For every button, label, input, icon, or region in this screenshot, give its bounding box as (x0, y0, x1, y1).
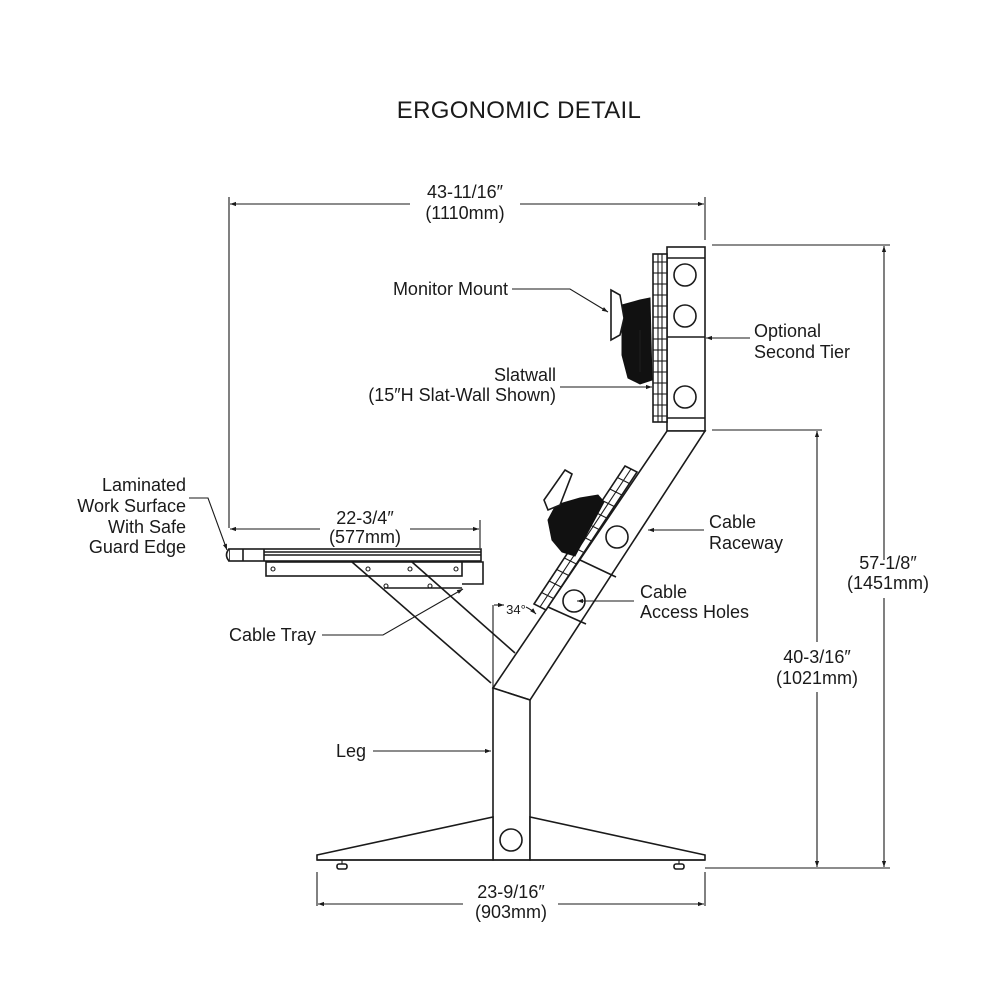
optional-tier-label: Optional (754, 321, 821, 341)
slat (617, 477, 630, 484)
raceway-height-dimension: 40-3/16″ (1021mm) (712, 429, 858, 867)
leveling-glide (336, 863, 348, 870)
callout-leg: Leg (336, 741, 491, 761)
cable-tray (383, 561, 484, 589)
callout-cable-access-holes: Cable Access Holes (577, 582, 749, 622)
work-surface (225, 548, 482, 562)
overall-depth-dimension: 43-11/16″ (1110mm) (228, 182, 706, 528)
support-arms (351, 561, 516, 684)
leveling-glide (673, 863, 685, 870)
mounting-rail (265, 561, 463, 577)
overall-height-metric: (1451mm) (847, 573, 929, 593)
work-surface-label-2: Work Surface (77, 496, 186, 516)
slat (556, 569, 569, 576)
callout-cable-raceway: Cable Raceway (648, 512, 783, 553)
overall-height-imperial: 57-1/8″ (859, 553, 917, 573)
cable-raceway-sublabel: Raceway (709, 533, 783, 553)
slatwall-label: Slatwall (494, 365, 556, 385)
cable-access-holes-label: Cable (640, 582, 687, 602)
overall-height-dimension: 57-1/8″ (1451mm) (705, 244, 929, 869)
monitor-mount-label: Monitor Mount (393, 279, 508, 299)
slat (602, 500, 615, 507)
second-tier-panel (666, 246, 706, 437)
cable-tray-label: Cable Tray (229, 625, 316, 645)
overall-depth-imperial: 43-11/16″ (427, 182, 504, 202)
work-surface-depth-imperial: 22-3/4″ (336, 508, 394, 528)
work-surface-label-1: Laminated (102, 475, 186, 495)
lower-monitor-mount (543, 468, 605, 557)
callout-optional-tier: Optional Second Tier (706, 321, 850, 362)
callout-slatwall: Slatwall (15″H Slat-Wall Shown) (368, 365, 652, 405)
slat (609, 488, 623, 496)
work-surface-label-4: Guard Edge (89, 537, 186, 557)
work-surface-depth-metric: (577mm) (329, 527, 401, 547)
base-width-imperial: 23-9/16″ (477, 882, 545, 902)
callout-cable-tray: Cable Tray (229, 588, 464, 645)
optional-tier-sublabel: Second Tier (754, 342, 850, 362)
leg-label: Leg (336, 741, 366, 761)
drawing-title: ERGONOMIC DETAIL (397, 97, 641, 124)
cable-access-hole (673, 385, 697, 409)
callout-work-surface: Laminated Work Surface With Safe Guard E… (77, 475, 228, 557)
upper-monitor-mount (610, 288, 653, 385)
work-surface-depth-dimension: 22-3/4″ (577mm) (230, 508, 481, 548)
base-width-dimension: 23-9/16″ (903mm) (316, 872, 706, 922)
callout-monitor-mount: Monitor Mount (393, 279, 609, 313)
raceway-height-metric: (1021mm) (776, 668, 858, 688)
upper-slatwall (652, 253, 668, 423)
cable-access-hole (673, 263, 697, 287)
cable-access-hole (673, 304, 697, 328)
work-surface-label-3: With Safe (108, 517, 186, 537)
base-foot (316, 816, 706, 870)
cable-access-holes-sublabel: Access Holes (640, 602, 749, 622)
angle-label: 34° (506, 602, 526, 617)
cable-access-hole (605, 525, 629, 549)
cable-access-hole (499, 828, 523, 852)
cable-raceway (491, 430, 707, 701)
leg (492, 686, 531, 861)
overall-depth-metric: (1110mm) (425, 203, 504, 223)
slat (541, 592, 554, 599)
slat (548, 580, 562, 588)
cable-raceway-label: Cable (709, 512, 756, 532)
slatwall-sublabel: (15″H Slat-Wall Shown) (368, 385, 556, 405)
base-width-metric: (903mm) (475, 902, 547, 922)
raceway-height-imperial: 40-3/16″ (783, 647, 851, 667)
angle-indicator: 34° (492, 602, 537, 688)
slat (564, 557, 577, 565)
